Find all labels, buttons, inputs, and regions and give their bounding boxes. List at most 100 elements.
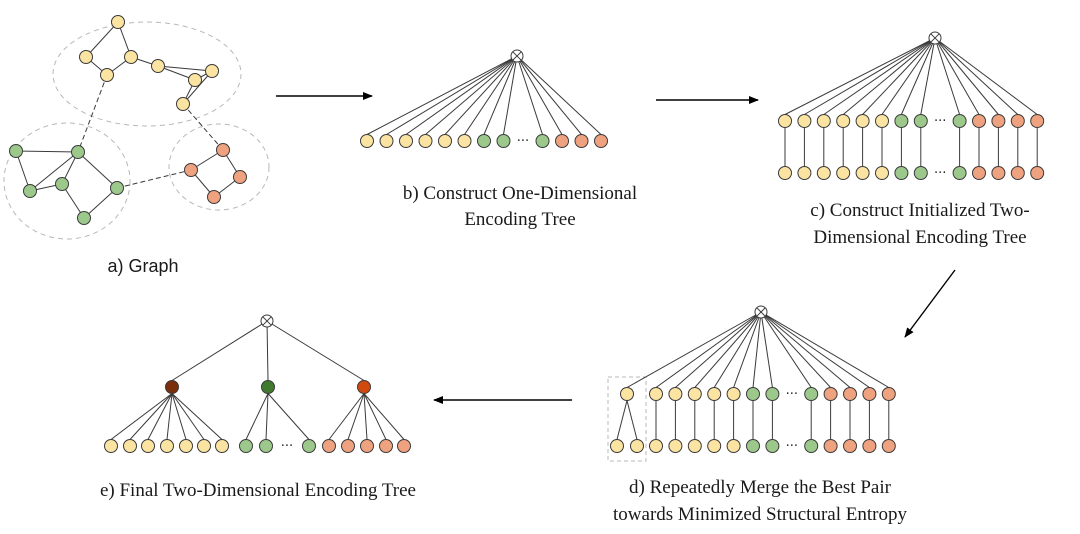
community-node [952, 114, 967, 128]
leaf-node [399, 134, 413, 148]
tree-edge [655, 311, 762, 388]
tree-edge [266, 320, 365, 381]
panel-d-merge-best-pair-tree: ··· ··· [607, 305, 896, 462]
tree-edge [760, 311, 890, 388]
tree-edge [675, 311, 762, 388]
leaf-node [726, 439, 741, 453]
leaf-node [259, 439, 273, 453]
community-node [746, 387, 760, 401]
tree-edge [920, 37, 936, 115]
leaf-node [574, 134, 589, 148]
tree-edge [405, 55, 518, 135]
leaf-node [687, 439, 702, 453]
root-node [754, 305, 768, 319]
leaf-node [1030, 166, 1045, 180]
tree-edge [760, 311, 812, 388]
tree-edge [842, 37, 936, 115]
community-node [668, 387, 683, 401]
tree-edge [171, 393, 187, 440]
ellipsis-label: ··· [517, 134, 529, 149]
community-node [836, 114, 851, 128]
leaf-node [179, 439, 193, 453]
graph-node [77, 211, 91, 225]
leaf-node [594, 134, 608, 148]
graph-node [188, 73, 202, 87]
graph-node [111, 15, 125, 29]
tree-edge [713, 311, 762, 388]
leaf-node [797, 166, 812, 180]
leaf-node [457, 134, 472, 148]
graph-node [216, 143, 230, 157]
community-node [991, 114, 1006, 128]
tree-edge [171, 320, 268, 381]
community-node [797, 114, 812, 128]
community-node-green [261, 380, 275, 394]
graph-node [233, 170, 247, 184]
tree-edge [363, 393, 368, 440]
community-node [875, 114, 889, 128]
community-node [649, 387, 663, 401]
ellipsis-label: ··· [934, 114, 946, 129]
leaf-node [875, 166, 889, 180]
leaf-node [610, 439, 624, 453]
leaf-node [862, 439, 877, 453]
tree-edge [516, 55, 543, 135]
leaf-node [141, 439, 155, 453]
tree-edge [881, 37, 936, 115]
ellipsis-label: ··· [786, 387, 798, 402]
tree-edge [366, 55, 518, 135]
graph-edge [15, 150, 79, 153]
community-node [855, 114, 870, 128]
caption-d-line-2: towards Minimized Structural Entropy [613, 504, 907, 525]
root-cross [930, 33, 940, 43]
panel-b-one-dimensional-tree: ··· [360, 49, 608, 149]
leaf-node [972, 166, 986, 180]
leaf-node [379, 134, 394, 148]
graph-node [176, 97, 190, 111]
graph-inter-cluster-edge [182, 103, 224, 151]
tree-edge [328, 393, 365, 440]
leaf-node [555, 134, 569, 148]
community-node [687, 387, 702, 401]
leaf-node [160, 439, 174, 453]
leaf-node [823, 439, 838, 453]
leaf-node [913, 166, 928, 180]
graph-edge [182, 70, 213, 105]
leaf-node [836, 166, 851, 180]
tree-edge [245, 393, 269, 440]
tree-edge [626, 311, 762, 388]
leaf-node [302, 439, 316, 453]
leaf-node [379, 439, 393, 453]
graph-node [207, 190, 221, 204]
tree-edge [386, 55, 518, 135]
tree-edge [733, 311, 762, 388]
leaf-node [1010, 166, 1025, 180]
ellipsis-label: ··· [786, 439, 798, 454]
community-node [843, 387, 857, 401]
community-node [707, 387, 722, 401]
community-node [804, 387, 819, 401]
tree-edge [265, 393, 269, 440]
panel-c-initialized-two-dimensional-tree: ······ [778, 31, 1045, 181]
cluster-outline-green [3, 122, 131, 240]
tree-edge [425, 55, 518, 135]
community-node-orange [357, 380, 371, 394]
leaf-node [707, 439, 722, 453]
graph-node [55, 177, 69, 191]
tree-edge [464, 55, 518, 135]
tree-edge [934, 37, 1019, 115]
community-node [1010, 114, 1025, 128]
tree-edge [934, 37, 961, 115]
community-node [823, 387, 838, 401]
tree-edge [363, 393, 387, 440]
tree-edge [760, 311, 831, 388]
leaf-node [360, 134, 374, 148]
ellipsis-label: ··· [281, 439, 293, 454]
community-node-yellow [165, 380, 179, 394]
tree-edge [516, 55, 563, 135]
merged-community-node [620, 387, 634, 401]
root-cross [756, 307, 766, 317]
graph-edge [157, 65, 213, 72]
community-node [778, 114, 792, 128]
